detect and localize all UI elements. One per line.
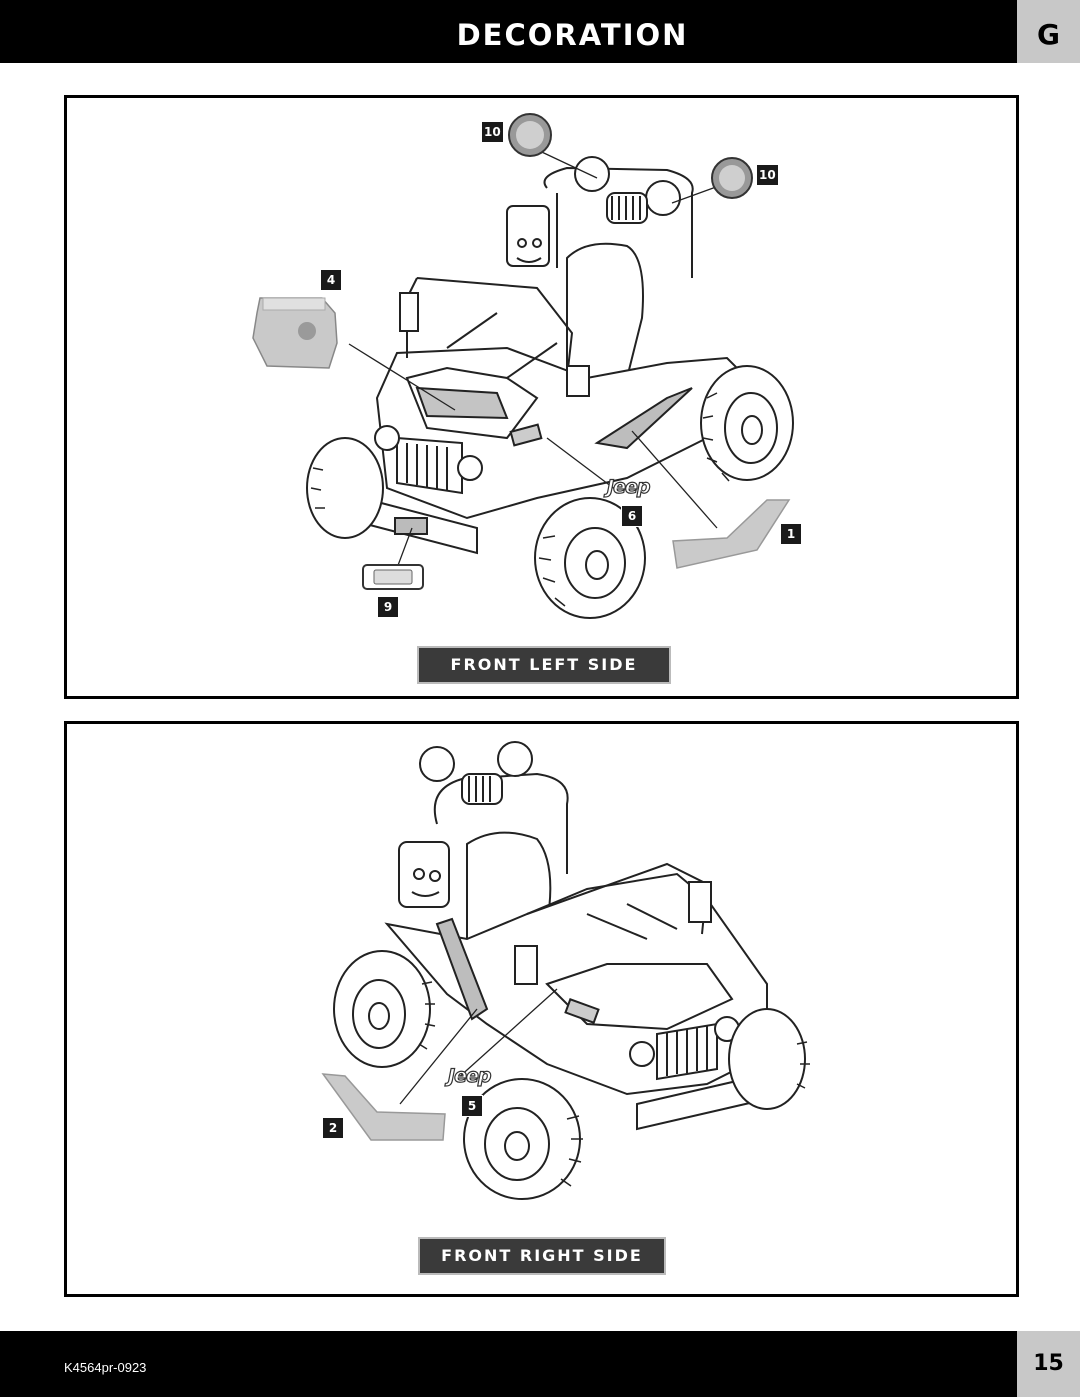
front-right-side-panel: 5 2 Jeep FRONT RIGHT SIDE [64,721,1019,1297]
callout-1: 1 [780,523,802,545]
front-right-jeep-illustration [321,741,810,1200]
page-number: 15 [1017,1331,1080,1397]
front-left-jeep-illustration [252,113,794,619]
callout-2: 2 [322,1117,344,1139]
callout-6: 6 [621,505,643,527]
callout-4: 4 [320,269,342,291]
footer-bar [0,1331,1017,1397]
document-code: K4564pr-0923 [64,1360,147,1375]
front-left-side-label: FRONT LEFT SIDE [417,646,671,684]
front-right-side-label: FRONT RIGHT SIDE [418,1237,666,1275]
section-tab: G [1017,0,1080,63]
jeep-logo-decal: Jeep [606,475,651,498]
callout-5: 5 [461,1095,483,1117]
page-title: DECORATION [456,18,689,52]
callout-10-right: 10 [756,164,779,186]
jeep-logo-decal-right: Jeep [447,1064,492,1087]
callout-10-left: 10 [481,121,504,143]
callout-9: 9 [377,596,399,618]
front-left-side-panel: 10 10 4 6 1 9 Jeep FRONT LEFT SIDE [64,95,1019,699]
header-bar [0,0,1017,63]
